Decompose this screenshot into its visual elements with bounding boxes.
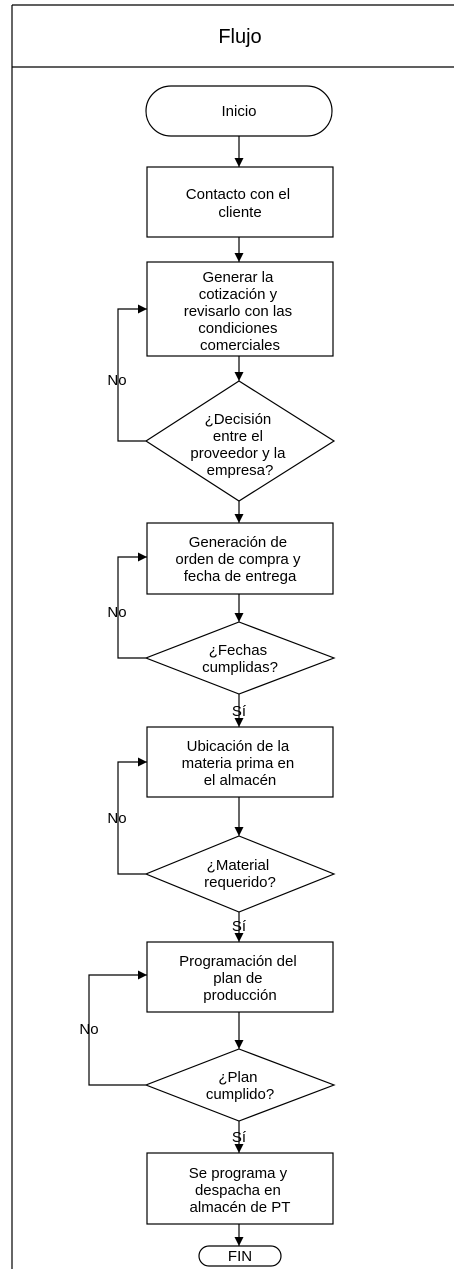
decision-plan-met-label: ¿Plan cumplido? — [206, 1069, 274, 1103]
loop-no-decision4 — [88, 970, 147, 1086]
edge-label-si-4: Sí — [232, 1129, 247, 1146]
edge-label-si-3: Sí — [232, 918, 247, 935]
edge-label-no-2: No — [107, 604, 126, 621]
generate-quote-label: Generar la cotización y revisarlo con la… — [184, 269, 297, 354]
start-label: Inicio — [221, 103, 256, 120]
end-terminator — [198, 1245, 282, 1267]
decision-material-required-label: ¿Material requerido? — [204, 857, 276, 891]
material-location-process — [146, 726, 334, 798]
decision-provider-company-label: ¿Decisión entre el proveedor y la empres… — [190, 411, 289, 479]
edge-label-no-3: No — [107, 810, 126, 827]
material-location-label: Ubicación de la materia prima en el alma… — [182, 738, 299, 789]
production-plan-label: Programación del plan de producción — [179, 953, 301, 1004]
purchase-order-process — [146, 522, 334, 595]
edge-label-no-1: No — [107, 372, 126, 389]
loop-no-decision1 — [117, 304, 147, 442]
decision-dates-met-label: ¿Fechas cumplidas? — [202, 642, 278, 676]
end-label: FIN — [228, 1248, 252, 1265]
generate-quote-process — [146, 261, 334, 357]
dispatch-process — [146, 1152, 334, 1225]
loop-no-decision2 — [117, 552, 147, 659]
loop-no-decision3 — [117, 757, 147, 875]
production-plan-process — [146, 941, 334, 1013]
header-title: Flujo — [218, 26, 261, 48]
contact-client-label: Contacto con el cliente — [186, 186, 294, 221]
contact-client-process — [146, 166, 334, 238]
dispatch-label: Se programa y despacha en almacén de PT — [189, 1165, 292, 1216]
purchase-order-label: Generación de orden de compra y fecha de… — [175, 534, 304, 585]
edge-label-si-2: Sí — [232, 703, 247, 720]
edge-label-no-4: No — [79, 1021, 98, 1038]
